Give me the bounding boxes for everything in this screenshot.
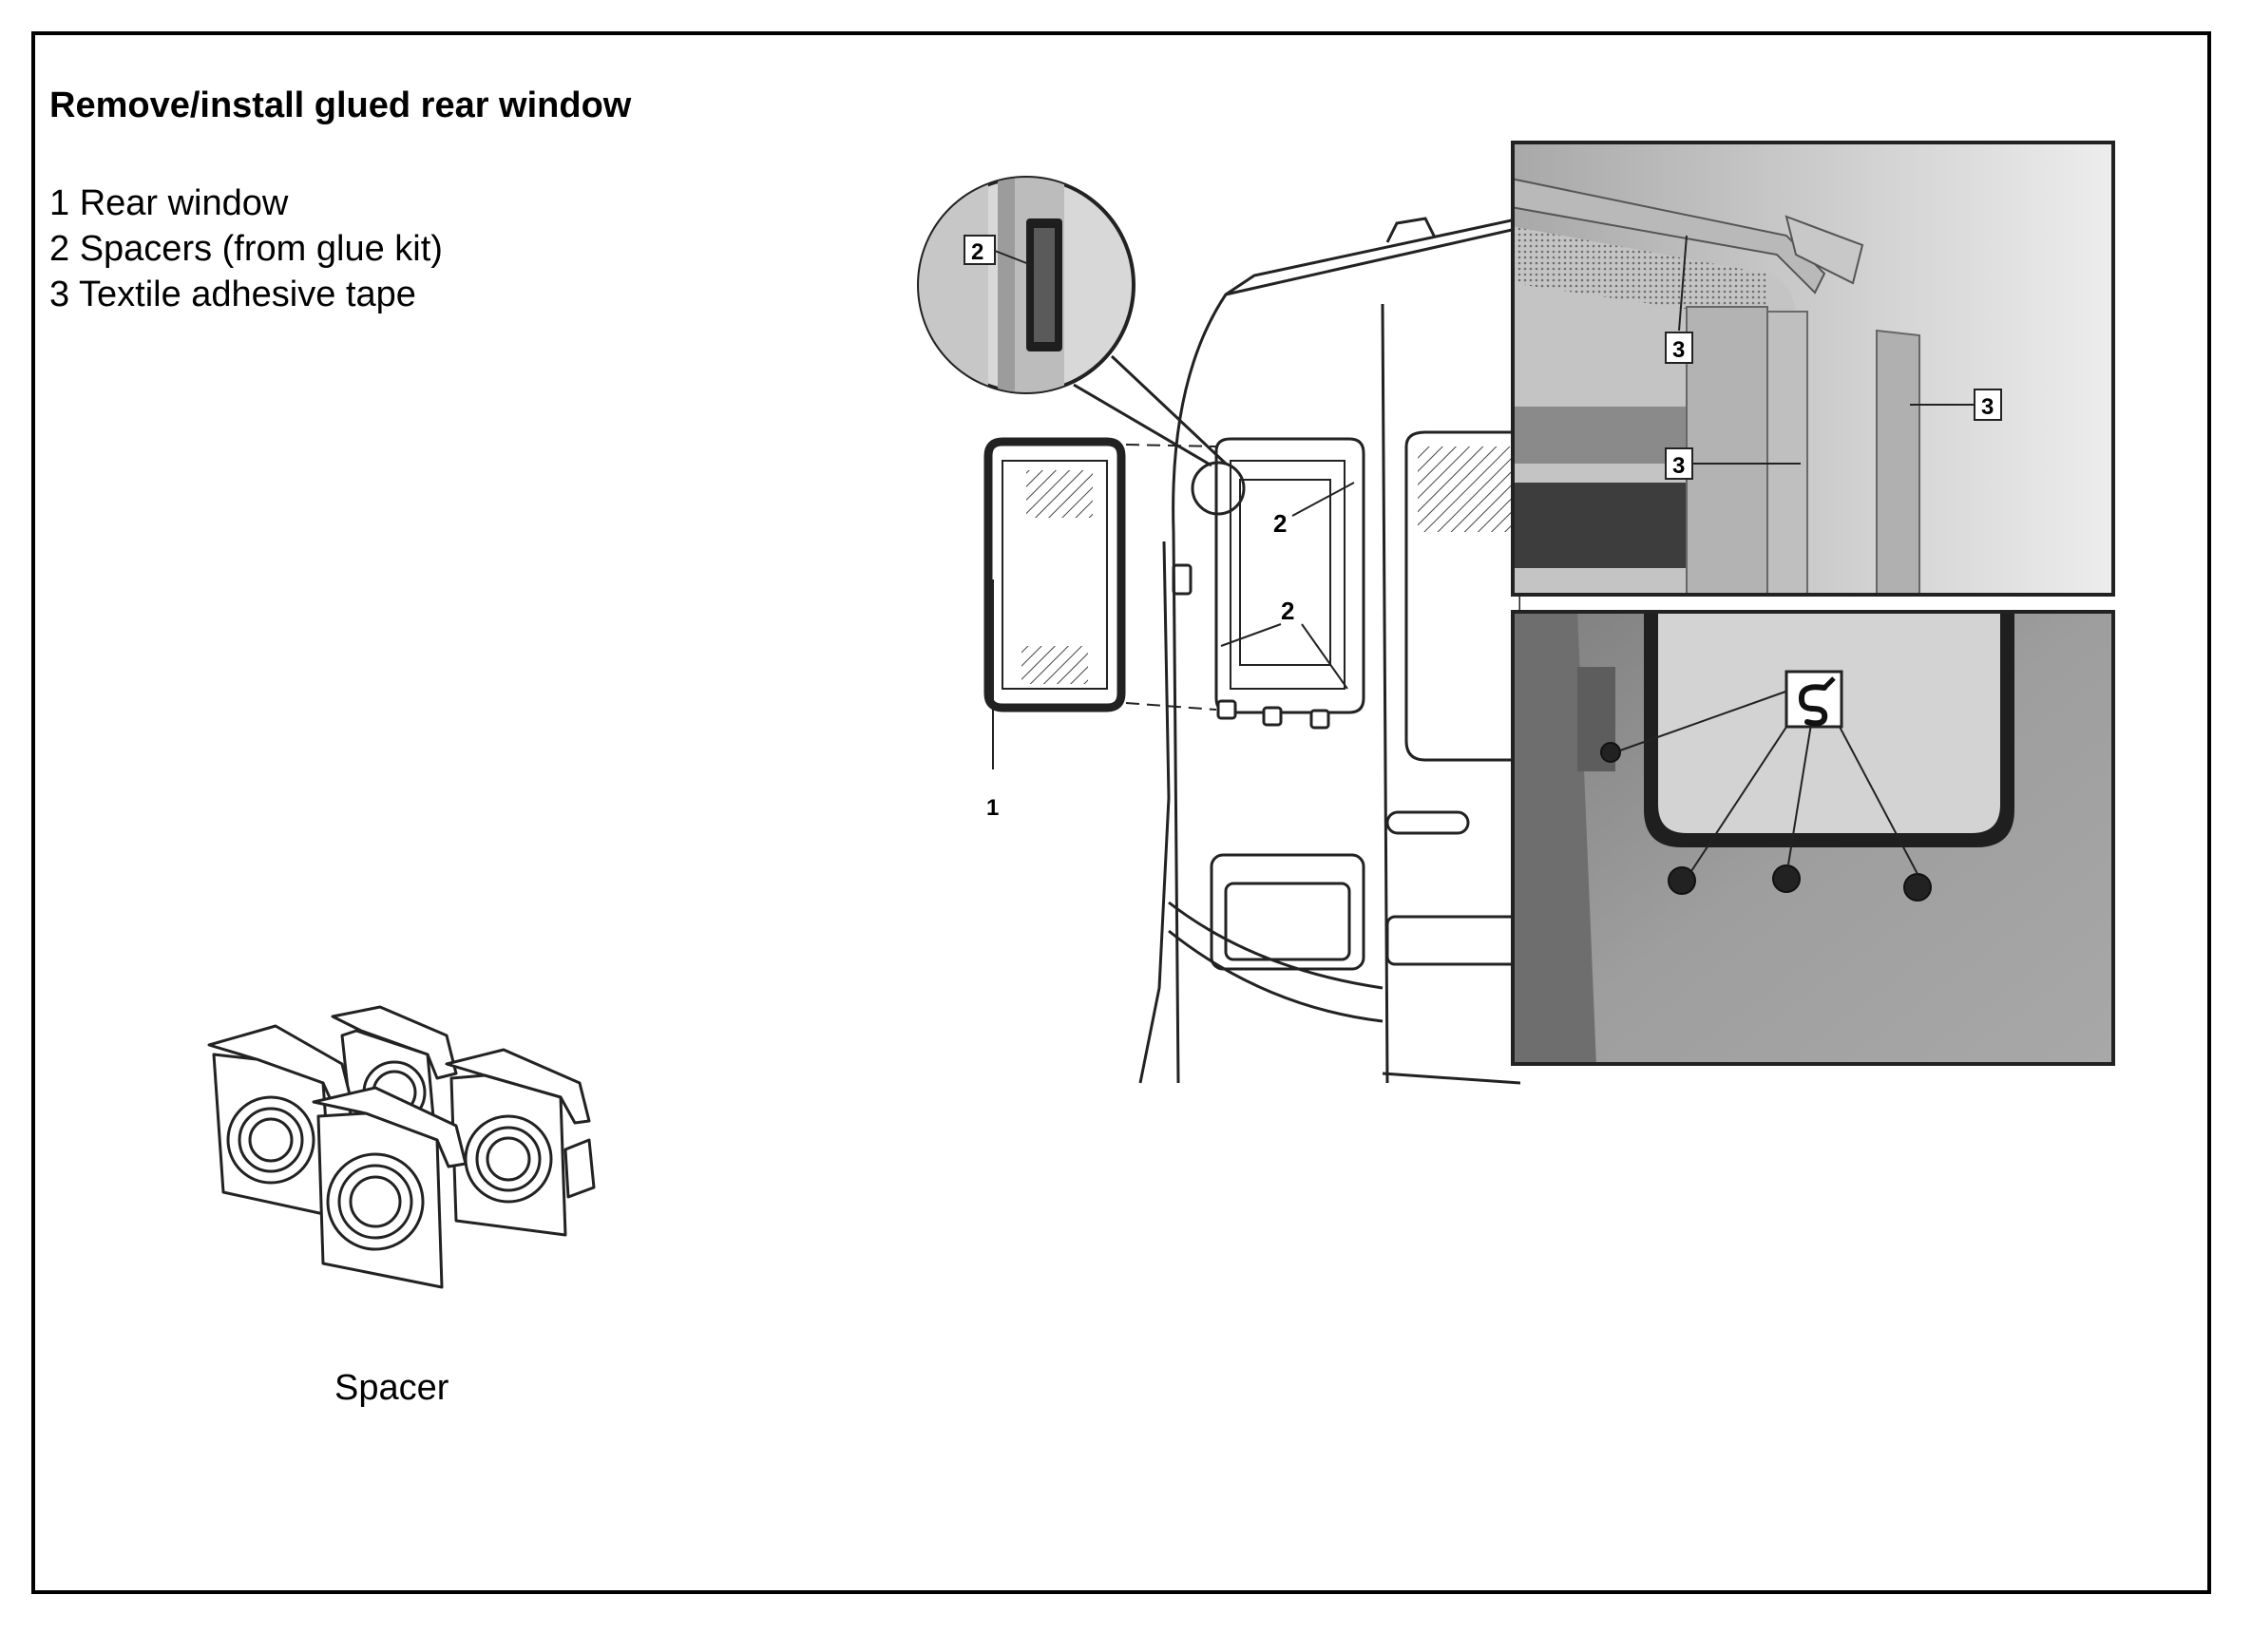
rear-window-part	[983, 437, 1126, 712]
spacer-illustration	[207, 1005, 596, 1289]
parts-legend: 1 Rear window 2 Spacers (from glue kit) …	[49, 180, 443, 317]
callout-2-lower: 2	[1281, 597, 1294, 625]
spacer-detail-magnifier: 2	[917, 176, 1136, 394]
spacer-caption: Spacer	[334, 1368, 449, 1408]
page-title: Remove/install glued rear window	[49, 85, 632, 125]
callout-2-magnifier: 2	[971, 239, 983, 265]
legend-item-spacers: 2 Spacers (from glue kit)	[49, 229, 443, 269]
legend-item-rear-window: 1 Rear window	[49, 183, 289, 223]
callout-3-middle: 3	[1672, 453, 1685, 479]
wrench-hook-icon	[1784, 670, 1843, 729]
callout-3-top: 3	[1672, 337, 1685, 363]
callout-1: 1	[986, 795, 999, 821]
legend-item-textile-tape: 3 Textile adhesive tape	[49, 275, 416, 314]
photo-fitted-spacers	[1511, 610, 2115, 1066]
callout-3-right: 3	[1981, 394, 1994, 420]
photo-adhesive-tape: 3 3 3	[1511, 141, 2115, 597]
callout-2-upper: 2	[1273, 509, 1287, 538]
van-rear-door-illustration: 1 2 2 2	[917, 176, 1520, 1085]
document-frame	[31, 31, 2211, 1594]
